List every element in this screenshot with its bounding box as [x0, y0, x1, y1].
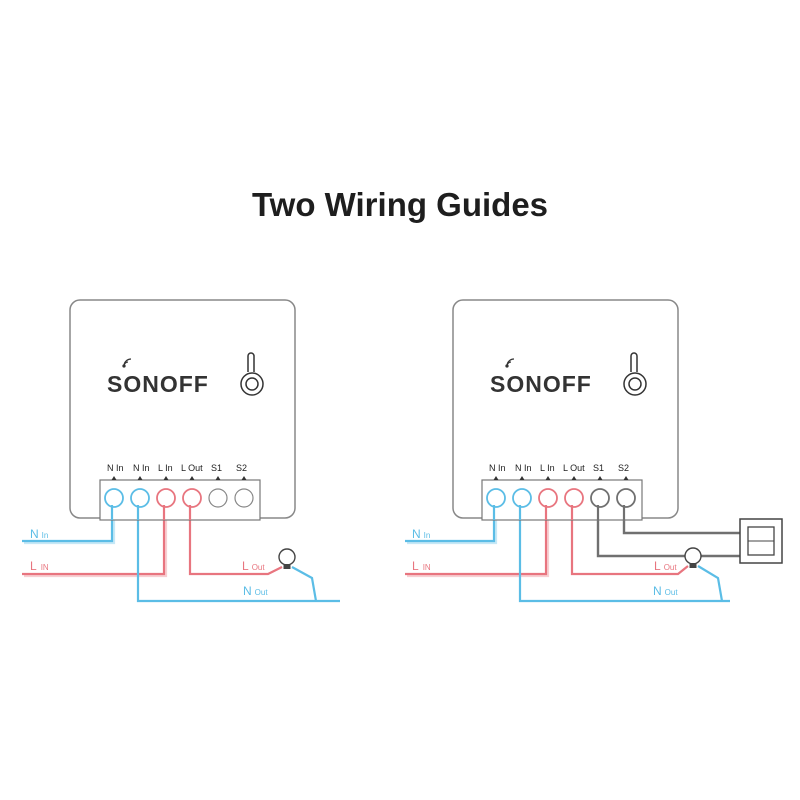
terminal-screw — [130, 488, 150, 508]
wall-switch-icon — [739, 518, 783, 564]
terminal-labels: N In N In L In L Out S1 S2 — [489, 463, 629, 473]
terminal-screw — [538, 488, 558, 508]
pairing-button-icon — [623, 352, 647, 396]
wiring-guide-1: SONOFF N In N In L In L Out S1 S2 — [22, 299, 340, 603]
terminal-screw — [104, 488, 124, 508]
terminal-screw — [590, 488, 610, 508]
wifi-icon — [122, 358, 132, 368]
terminal-label: S2 — [236, 463, 247, 473]
terminal-label: S1 — [211, 463, 222, 473]
terminal-labels: N In N In L In L Out S1 S2 — [107, 463, 247, 473]
terminal-screw — [564, 488, 584, 508]
terminal-label: N In — [515, 463, 532, 473]
terminal-screw — [156, 488, 176, 508]
terminal-screw — [234, 488, 254, 508]
terminal-label: N In — [107, 463, 124, 473]
light-bulb-icon — [684, 547, 702, 568]
n-out-wire — [136, 492, 340, 603]
terminal-block — [481, 476, 643, 521]
l-out-wire — [188, 492, 283, 576]
terminal-screw — [486, 488, 506, 508]
terminal-label: S2 — [618, 463, 629, 473]
n-out-wire — [518, 492, 730, 603]
terminal-label: N In — [489, 463, 506, 473]
terminal-label: N In — [133, 463, 150, 473]
wiring-guide-2: SONOFF N In N In L In L Out S1 S2 — [405, 299, 783, 603]
terminal-label: L In — [158, 463, 173, 473]
terminal-screw — [512, 488, 532, 508]
terminal-label: L Out — [181, 463, 203, 473]
l-out-wire — [570, 492, 689, 576]
brand-logo: SONOFF — [490, 371, 592, 397]
pairing-button-icon — [240, 352, 264, 396]
terminal-label: L Out — [563, 463, 585, 473]
terminal-label: L In — [540, 463, 555, 473]
terminal-screw — [208, 488, 228, 508]
terminal-block — [99, 476, 261, 521]
terminal-screw — [182, 488, 202, 508]
terminal-screw — [616, 488, 636, 508]
wifi-icon — [505, 358, 515, 368]
terminal-label: S1 — [593, 463, 604, 473]
page-title: Two Wiring Guides — [251, 186, 549, 223]
light-bulb-icon — [278, 548, 296, 569]
brand-logo: SONOFF — [107, 371, 209, 397]
